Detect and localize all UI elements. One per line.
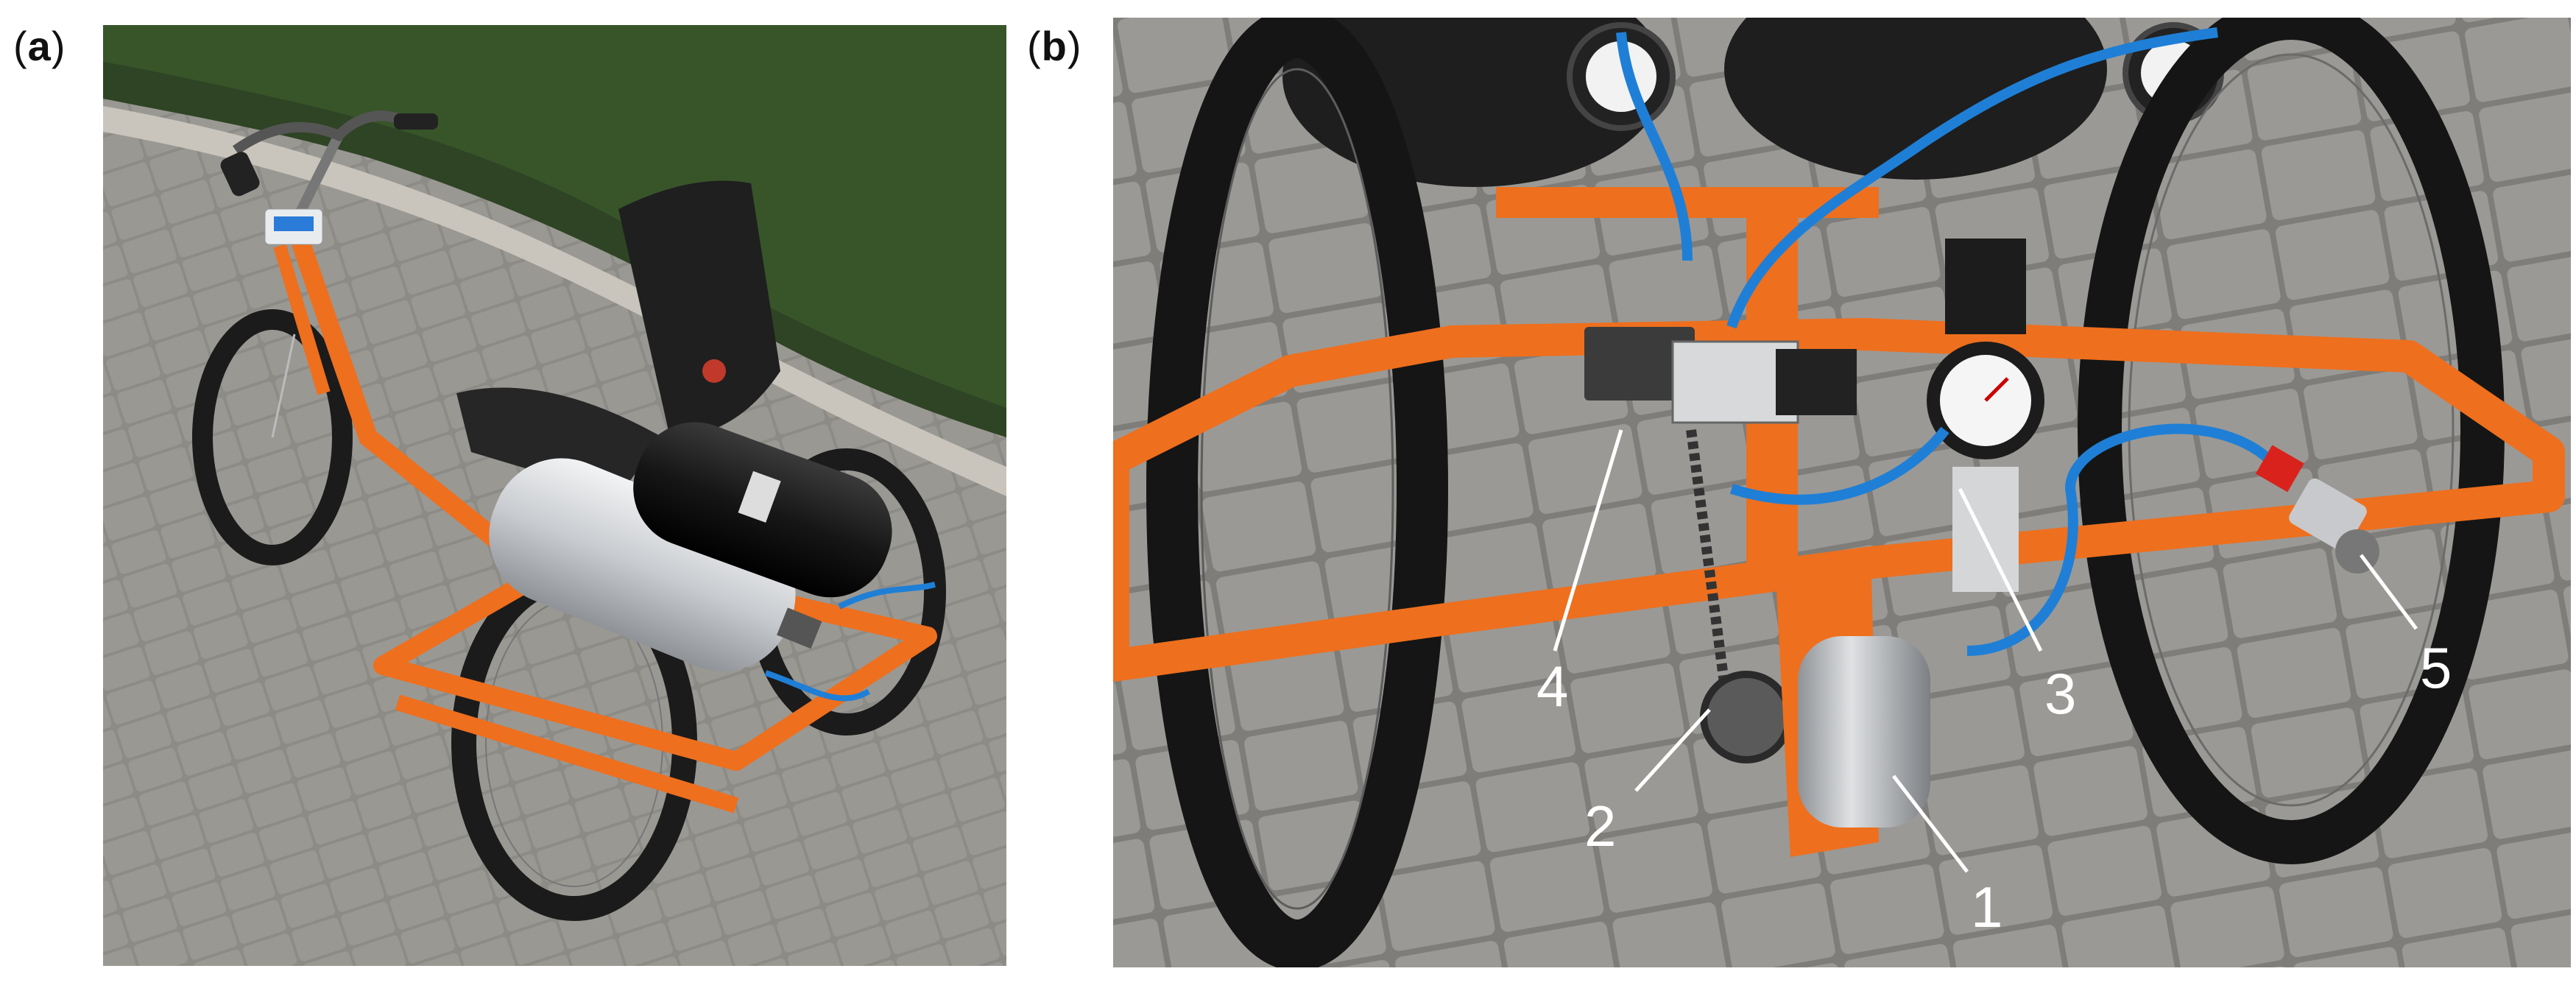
callout-line-5 (2360, 554, 2418, 630)
drive-unit-illustration: 1 2 3 4 5 (1113, 18, 2571, 967)
callout-line-2 (1634, 708, 1711, 792)
panel-a-label: (a) (13, 23, 66, 69)
callout-5: 5 (2420, 635, 2452, 700)
callout-line-4 (1553, 429, 1623, 652)
callout-4: 4 (1536, 654, 1568, 719)
panel-b-label: (b) (1027, 23, 1082, 69)
callout-line-1 (1892, 774, 1969, 873)
callout-2: 2 (1584, 794, 1616, 858)
callout-1: 1 (1971, 875, 2002, 939)
tricycle-overview-photo (103, 25, 1006, 966)
callout-3: 3 (2044, 661, 2076, 726)
drive-unit-closeup-photo: 1 2 3 4 5 (1113, 18, 2571, 967)
tricycle-illustration (103, 25, 1006, 966)
callout-line-3 (1958, 487, 2043, 652)
